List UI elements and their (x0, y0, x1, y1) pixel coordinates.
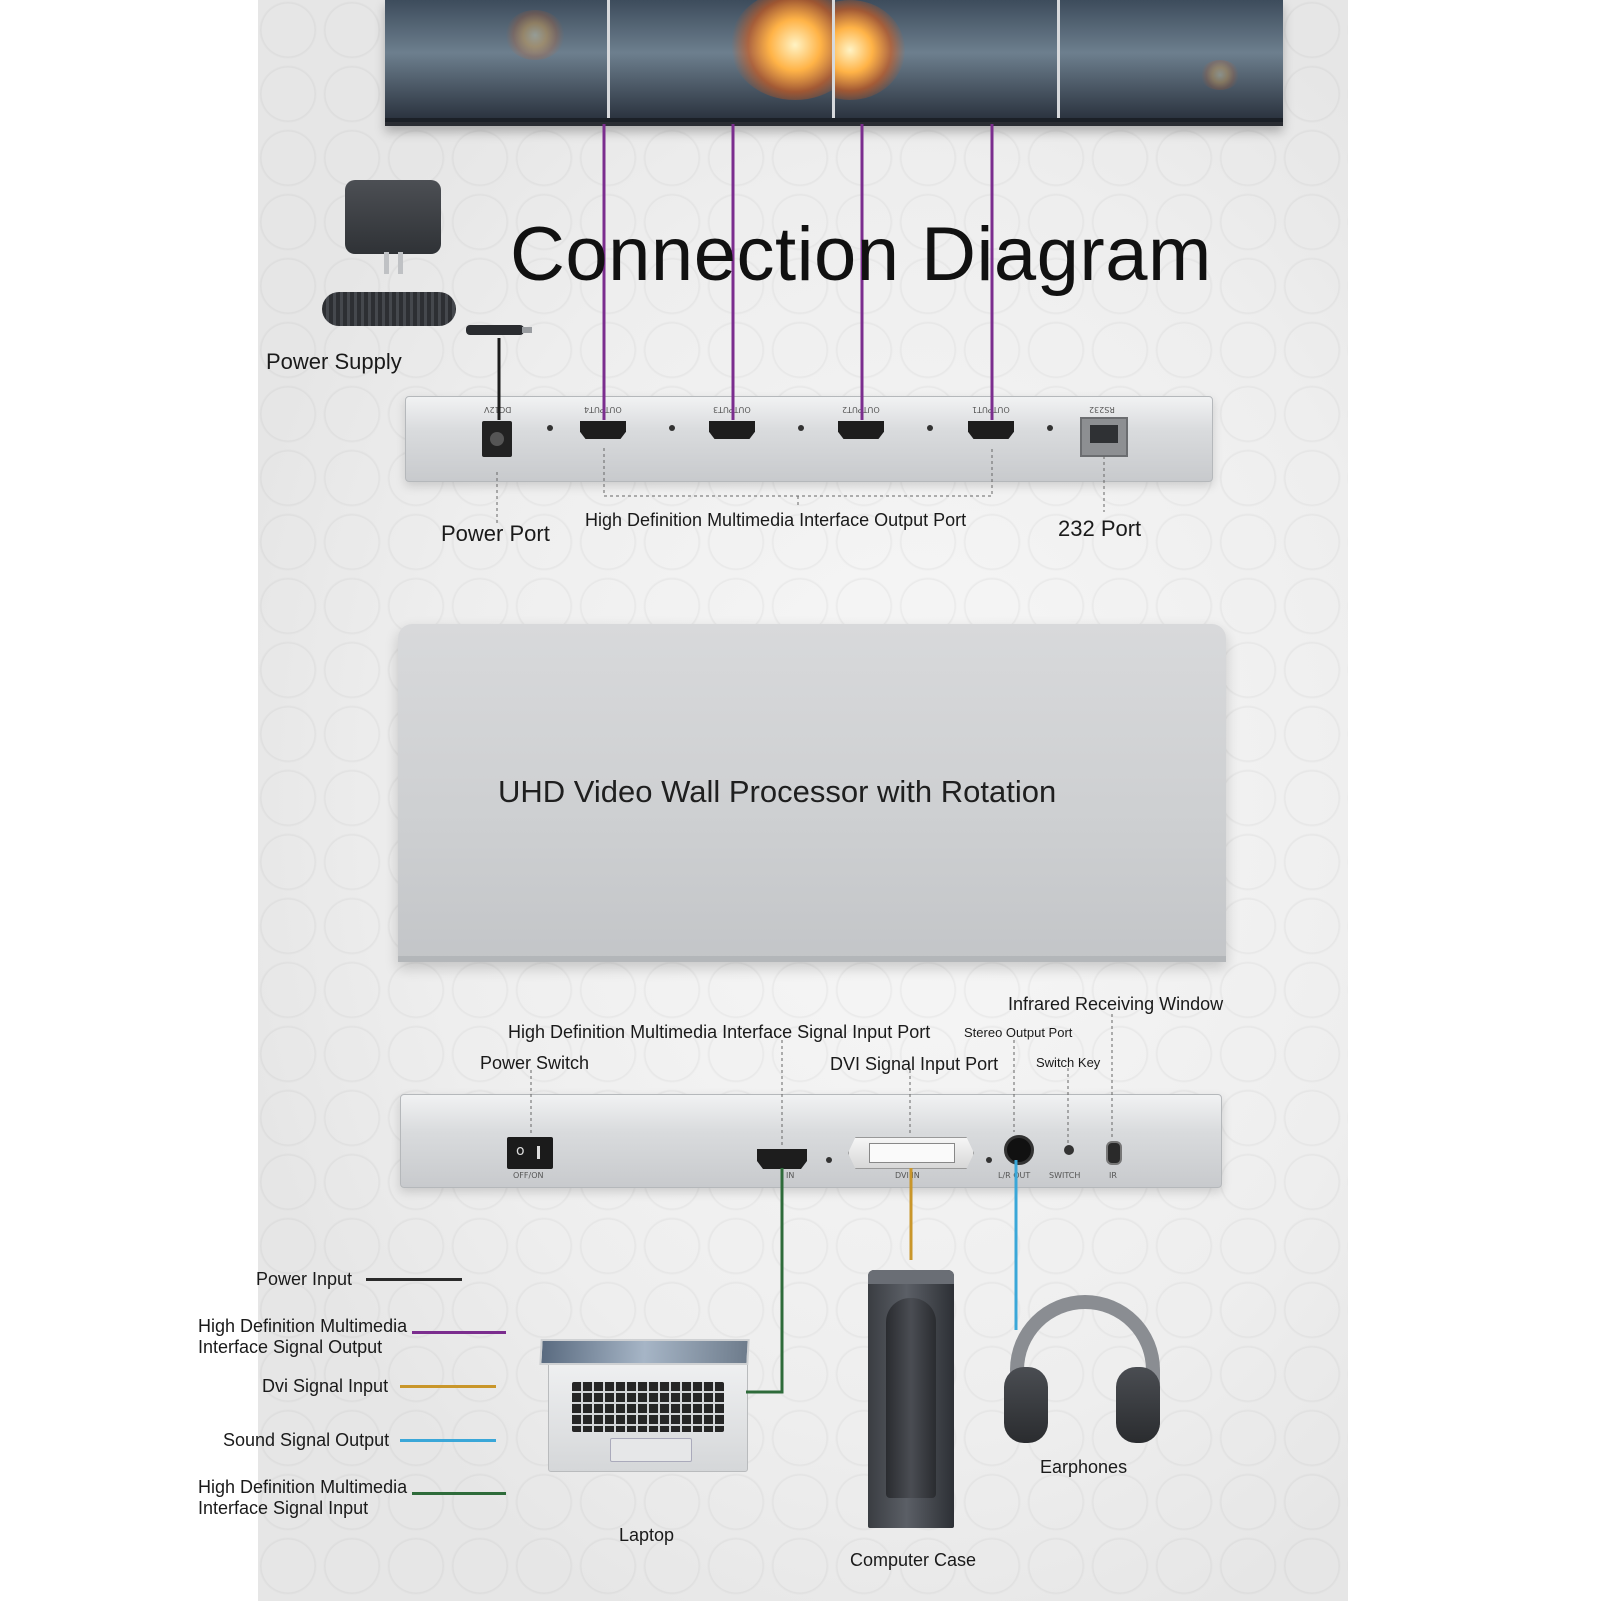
switch-key-label: Switch Key (1036, 1055, 1101, 1070)
panel-dot (927, 425, 933, 431)
rs232-port (1080, 417, 1128, 457)
legend-hdmi-output-label-line1: High Definition Multimedia (198, 1316, 408, 1336)
panel-dot (1047, 425, 1053, 431)
device-name-label: UHD Video Wall Processor with Rotation (498, 774, 1057, 809)
power-adapter (345, 180, 441, 254)
ir-window (1106, 1141, 1122, 1165)
earphones-label: Earphones (1040, 1457, 1128, 1477)
legend-sound-output-line (400, 1439, 496, 1442)
legend-dvi-input-label: Dvi Signal Input (262, 1376, 389, 1396)
dvi-input-port (848, 1137, 974, 1169)
hdmi-output-3-port (709, 421, 755, 439)
ir-mark: IR (1109, 1171, 1117, 1180)
hdmi-input-cable (746, 1168, 784, 1394)
video-wall-bezel (832, 0, 835, 118)
dc-power-port (482, 421, 512, 457)
dvi-in-mark: DVI IN (895, 1171, 920, 1180)
panel-dot (826, 1157, 832, 1163)
hdmi-output-cables (602, 124, 994, 420)
video-wall-bezel (607, 0, 610, 118)
audio-output-jack (1004, 1135, 1034, 1165)
legend-power-input-label: Power Input (256, 1269, 353, 1289)
panel-dot (798, 425, 804, 431)
off-on-mark: OFF/ON (513, 1171, 544, 1180)
legend-sound-output-label: Sound Signal Output (223, 1430, 390, 1450)
earphones (1004, 1295, 1160, 1445)
panel-dot (669, 425, 675, 431)
computer-case (868, 1270, 954, 1528)
stereo-output-label: Stereo Output Port (964, 1025, 1073, 1040)
legend-dvi-input-line (400, 1385, 496, 1388)
earphones-cup-left (1004, 1367, 1048, 1443)
video-wall-screen-1 (385, 0, 607, 118)
legend-hdmi-output-line (412, 1331, 506, 1334)
video-wall-bezel (1057, 0, 1060, 118)
hdmi-input-port-label: High Definition Multimedia Interface Sig… (508, 1022, 931, 1042)
power-supply-label: Power Supply (266, 349, 402, 374)
lr-out-mark: L/R OUT (998, 1171, 1031, 1180)
rs232-port-label: 232 Port (1058, 516, 1142, 541)
infrared-window-label: Infrared Receiving Window (1008, 994, 1224, 1014)
hdmi-output-port-label: High Definition Multimedia Interface Out… (585, 510, 967, 530)
front-panel: OFF/ON IN DVI IN L/R OUT SWITCH IR (400, 1094, 1222, 1188)
power-switch (507, 1137, 553, 1169)
video-wall-screen-4 (1060, 0, 1283, 118)
power-adapter-prong (384, 252, 389, 274)
legend-hdmi-input-label-line2: Interface Signal Input (198, 1498, 369, 1518)
legend-hdmi-input-line (412, 1492, 506, 1495)
power-plug (466, 325, 532, 335)
back-panel: DC12V OUTPUT4 OUTPUT3 OUTPUT2 OUTPUT1 RS… (405, 396, 1213, 482)
earphones-cup-right (1116, 1367, 1160, 1443)
device-top-view (398, 624, 1226, 962)
computer-case-label: Computer Case (850, 1550, 977, 1570)
panel-dot (986, 1157, 992, 1163)
dvi-input-port-label: DVI Signal Input Port (830, 1054, 999, 1074)
hdmi-input-port (757, 1149, 807, 1169)
panel-dot (547, 425, 553, 431)
laptop-label: Laptop (619, 1525, 675, 1545)
switch-key (1064, 1145, 1074, 1155)
video-wall-screen-3 (835, 0, 1057, 118)
power-switch-label: Power Switch (480, 1053, 590, 1073)
legend-hdmi-output-label-line2: Interface Signal Output (198, 1337, 383, 1357)
hdmi-output-4-port (580, 421, 626, 439)
switch-mark: SWITCH (1049, 1171, 1081, 1180)
laptop-touchpad (610, 1438, 692, 1462)
power-adapter-prong (398, 252, 403, 274)
diagram-title: Connection Diagram (510, 212, 1212, 297)
leader-lines (496, 448, 1113, 1146)
video-wall (385, 0, 1283, 126)
hdmi-in-mark: IN (786, 1171, 795, 1180)
power-cable-coil (322, 292, 456, 326)
laptop-keyboard (572, 1382, 724, 1432)
hdmi-output-2-port (838, 421, 884, 439)
hdmi-output-1-port (968, 421, 1014, 439)
power-port-label: Power Port (441, 521, 550, 546)
legend-hdmi-input-label-line1: High Definition Multimedia (198, 1477, 408, 1497)
video-wall-screen-2 (610, 0, 832, 118)
legend-power-input-line (366, 1278, 462, 1281)
